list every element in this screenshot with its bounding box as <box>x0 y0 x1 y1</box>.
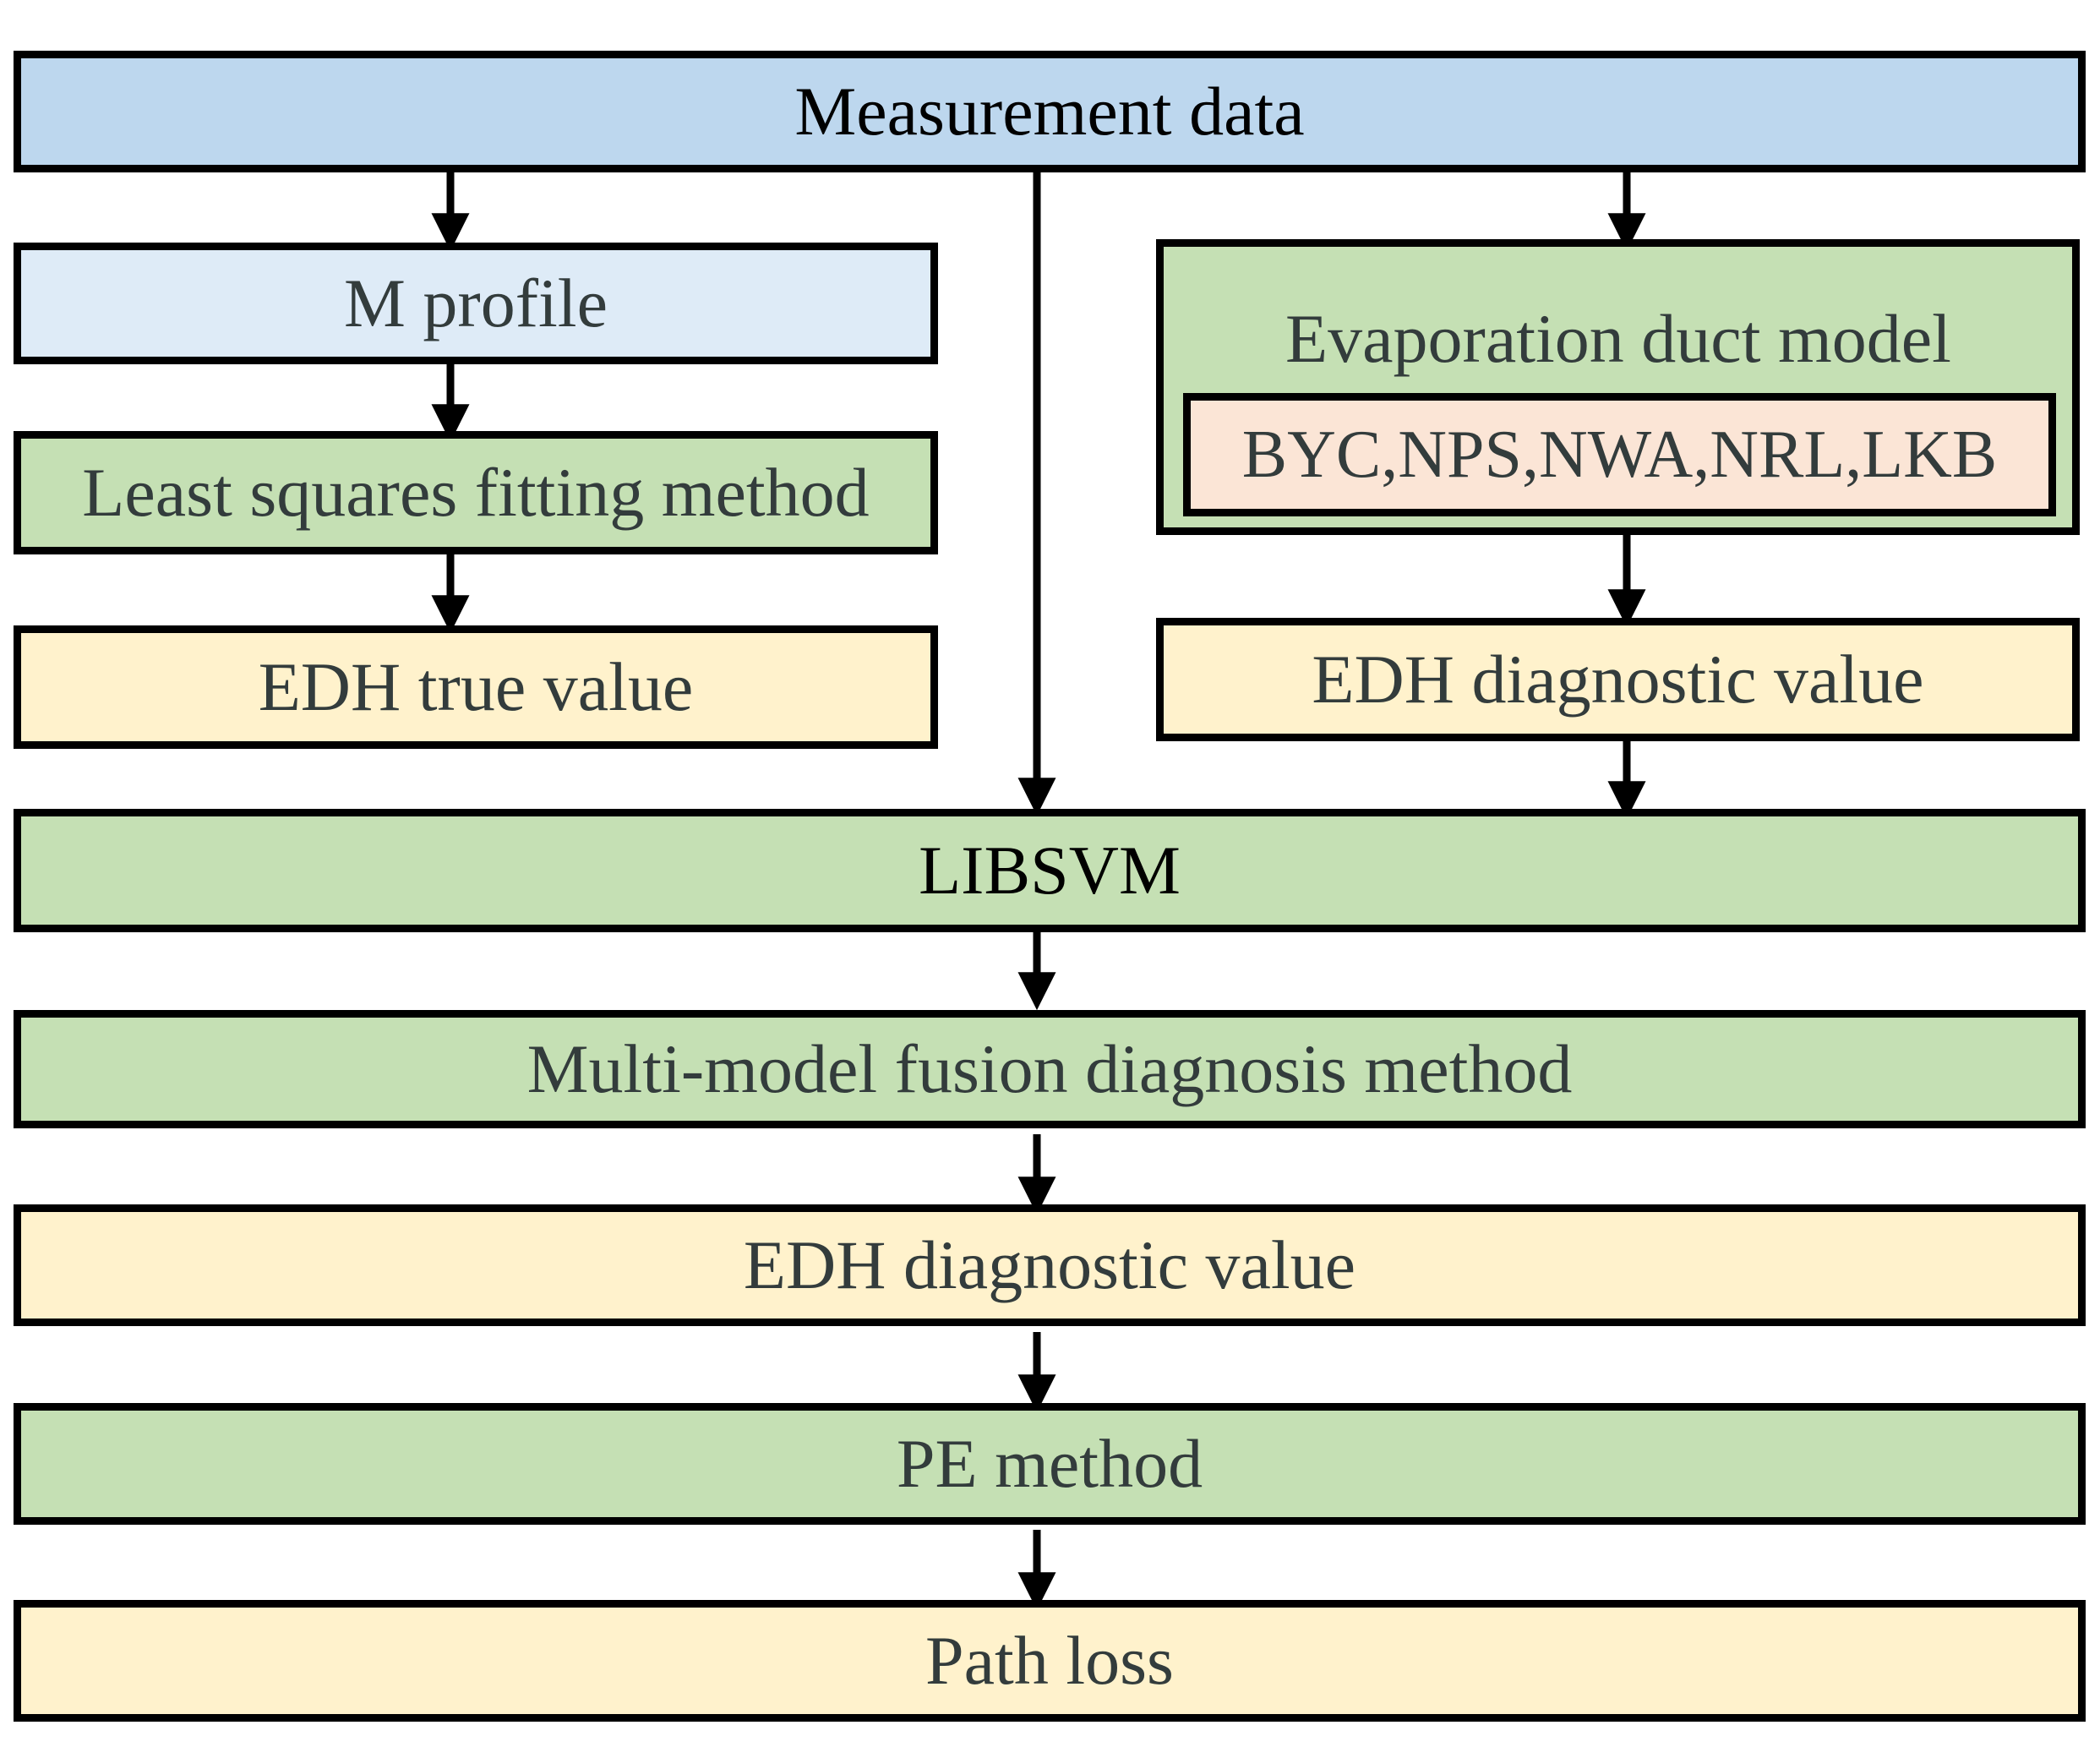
fusion-method-box: Multi-model fusion diagnosis method <box>14 1010 2086 1128</box>
edh-diagnostic-value-label-bottom: EDH diagnostic value <box>743 1226 1356 1303</box>
edh-diagnostic-value-box-bottom: EDH diagnostic value <box>14 1204 2086 1326</box>
edh-diagnostic-value-label-right: EDH diagnostic value <box>1312 641 1924 718</box>
path-loss-label: Path loss <box>925 1622 1174 1699</box>
edh-true-value-box: EDH true value <box>14 625 938 749</box>
models-list-label: BYC,NPS,NWA,NRL,LKB <box>1241 418 1998 492</box>
models-list-box: BYC,NPS,NWA,NRL,LKB <box>1183 393 2056 516</box>
libsvm-box: LIBSVM <box>14 809 2086 932</box>
edh-true-value-label: EDH true value <box>258 648 694 725</box>
evaporation-duct-model-label: Evaporation duct model <box>1285 300 1951 377</box>
edh-diagnostic-value-box-right: EDH diagnostic value <box>1156 618 2080 741</box>
m-profile-label: M profile <box>344 265 608 341</box>
measurement-data-label: Measurement data <box>794 73 1305 150</box>
m-profile-box: M profile <box>14 243 938 364</box>
pe-method-box: PE method <box>14 1403 2086 1525</box>
fusion-method-label: Multi-model fusion diagnosis method <box>526 1030 1573 1107</box>
least-squares-box: Least squares fitting method <box>14 431 938 554</box>
path-loss-box: Path loss <box>14 1600 2086 1722</box>
libsvm-label: LIBSVM <box>919 832 1181 909</box>
least-squares-label: Least squares fitting method <box>82 454 870 531</box>
pe-method-label: PE method <box>896 1425 1203 1502</box>
measurement-data-box: Measurement data <box>14 51 2086 172</box>
